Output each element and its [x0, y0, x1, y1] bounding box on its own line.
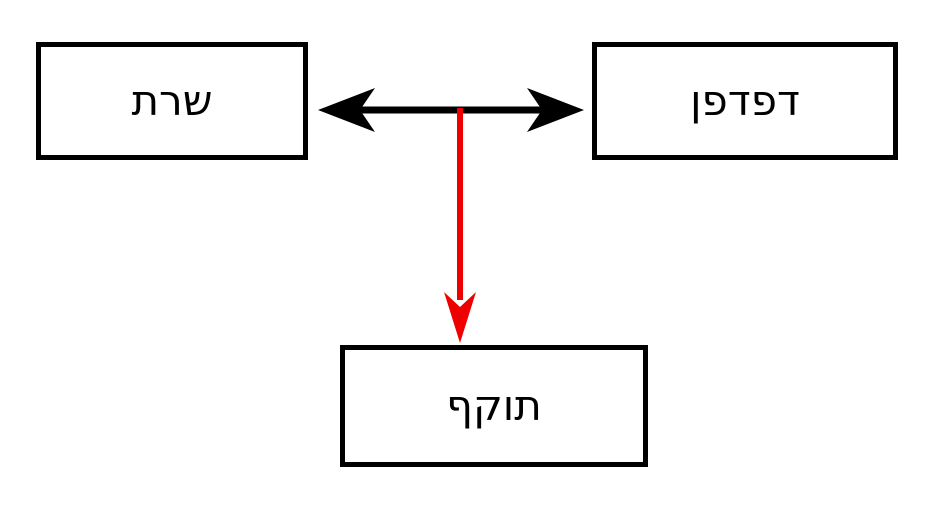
node-server[interactable]: שרת: [36, 42, 308, 160]
node-attacker-label: תוקף: [446, 381, 542, 430]
edge-server-browser-arrowhead-left: [318, 88, 375, 132]
edge-server-browser-arrowhead-right: [527, 88, 584, 132]
node-browser[interactable]: דפדפן: [592, 42, 898, 160]
node-server-label: שרת: [131, 76, 213, 125]
node-attacker[interactable]: תוקף: [340, 345, 648, 467]
edge-channel-attacker-arrowhead: [444, 292, 476, 343]
edge-server-browser: [318, 88, 584, 132]
edge-channel-attacker: [444, 108, 476, 343]
node-browser-label: דפדפן: [690, 76, 800, 125]
